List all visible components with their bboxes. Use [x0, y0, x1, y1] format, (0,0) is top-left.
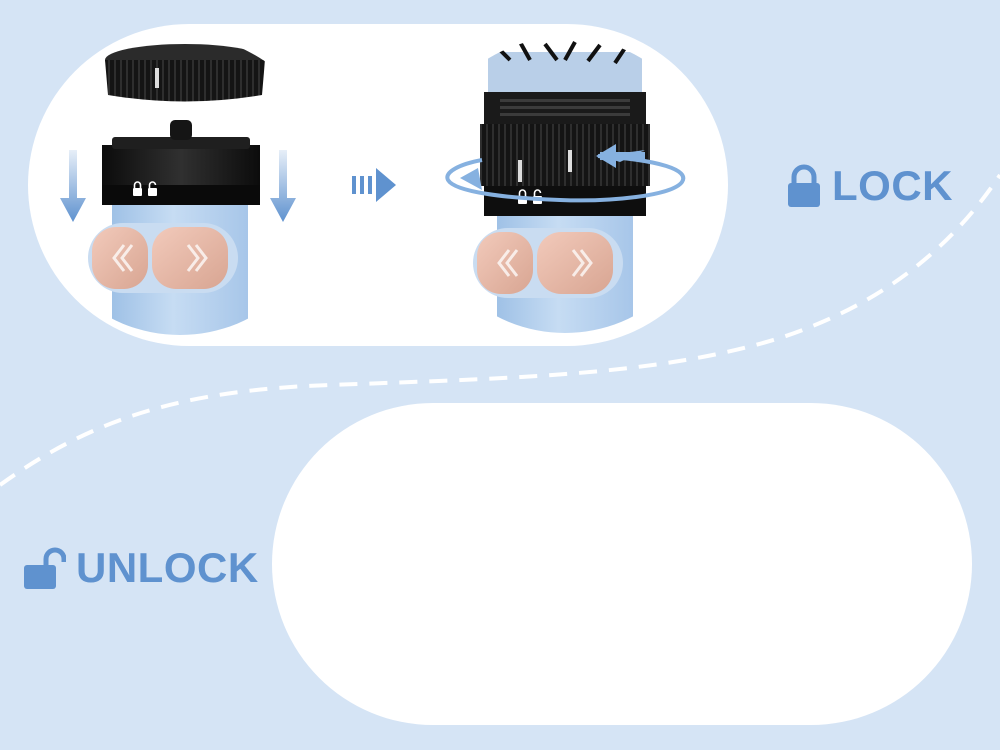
- arrow-down-icon: [60, 150, 86, 222]
- padlock-closed-icon: [788, 164, 820, 207]
- unlock-label: UNLOCK: [22, 544, 259, 592]
- padlock-open-icon: [24, 547, 66, 589]
- lock-label: LOCK: [786, 162, 953, 210]
- lock-step-1-image: [30, 35, 330, 335]
- dashed-divider: [0, 173, 1000, 487]
- unlock-text: UNLOCK: [76, 544, 259, 591]
- lock-step-2-image: [417, 37, 713, 333]
- lock-text: LOCK: [832, 162, 953, 209]
- unlock-steps-panel: [272, 403, 972, 725]
- rotate-arrow-icon: [445, 144, 686, 203]
- arrow-down-icon: [270, 150, 296, 222]
